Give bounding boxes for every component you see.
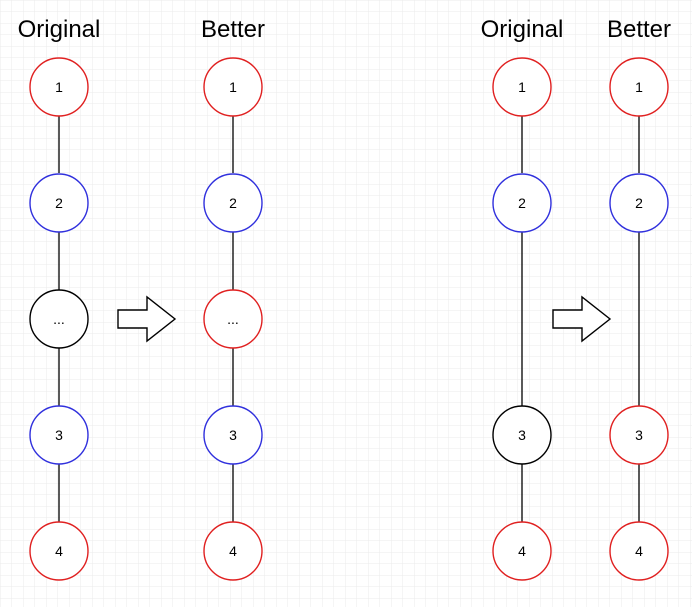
node-label: 2 (635, 195, 643, 211)
right-arrow-icon (117, 295, 177, 343)
node-circle (609, 173, 669, 233)
node-label: 2 (55, 195, 63, 211)
diagram-better-1: Better 1 2 ... 3 4 (201, 16, 265, 581)
node-circle (492, 57, 552, 117)
node: 1 (609, 57, 669, 117)
node-label: 2 (518, 195, 526, 211)
diagram-title: Better (201, 16, 265, 43)
node-label: 3 (635, 427, 643, 443)
node-label: ... (53, 311, 65, 327)
node-label: 4 (55, 543, 63, 559)
node-circle (203, 173, 263, 233)
node-label: 3 (229, 427, 237, 443)
right-arrow-icon (552, 295, 612, 343)
node: ... (29, 289, 89, 349)
node: 2 (29, 173, 89, 233)
node-label: 1 (229, 79, 237, 95)
node: 1 (492, 57, 552, 117)
node: 2 (203, 173, 263, 233)
diagram-title: Original (18, 16, 101, 43)
node: 4 (492, 521, 552, 581)
node-label: 4 (635, 543, 643, 559)
diagram-title: Original (481, 16, 564, 43)
node-circle (203, 521, 263, 581)
node-circle (29, 405, 89, 465)
diagram-original-2: Original 1 2 3 4 (481, 16, 564, 581)
node: 1 (29, 57, 89, 117)
node: 4 (29, 521, 89, 581)
node-label: 4 (518, 543, 526, 559)
diagram-better-2: Better 1 2 3 4 (607, 16, 671, 581)
node-label: 3 (55, 427, 63, 443)
node-circle (203, 57, 263, 117)
node-circle (492, 173, 552, 233)
node: 3 (29, 405, 89, 465)
node-circle (203, 405, 263, 465)
node-label: 1 (518, 79, 526, 95)
node: 4 (203, 521, 263, 581)
node: 3 (203, 405, 263, 465)
node-circle (609, 405, 669, 465)
node: 3 (609, 405, 669, 465)
node: 2 (609, 173, 669, 233)
node-label: 1 (55, 79, 63, 95)
node-circle (29, 289, 89, 349)
node-circle (29, 521, 89, 581)
node-circle (492, 405, 552, 465)
node-label: 3 (518, 427, 526, 443)
node-circle (203, 289, 263, 349)
node-label: 2 (229, 195, 237, 211)
node-circle (492, 521, 552, 581)
node: 3 (492, 405, 552, 465)
diagram-title: Better (607, 16, 671, 43)
node-circle (609, 57, 669, 117)
node-circle (609, 521, 669, 581)
node: 1 (203, 57, 263, 117)
node-label: 4 (229, 543, 237, 559)
node: 4 (609, 521, 669, 581)
node-label: 1 (635, 79, 643, 95)
node-circle (29, 173, 89, 233)
node: 2 (492, 173, 552, 233)
node-label: ... (227, 311, 239, 327)
diagram-original-1: Original 1 2 ... 3 4 (18, 16, 101, 581)
node-circle (29, 57, 89, 117)
node: ... (203, 289, 263, 349)
